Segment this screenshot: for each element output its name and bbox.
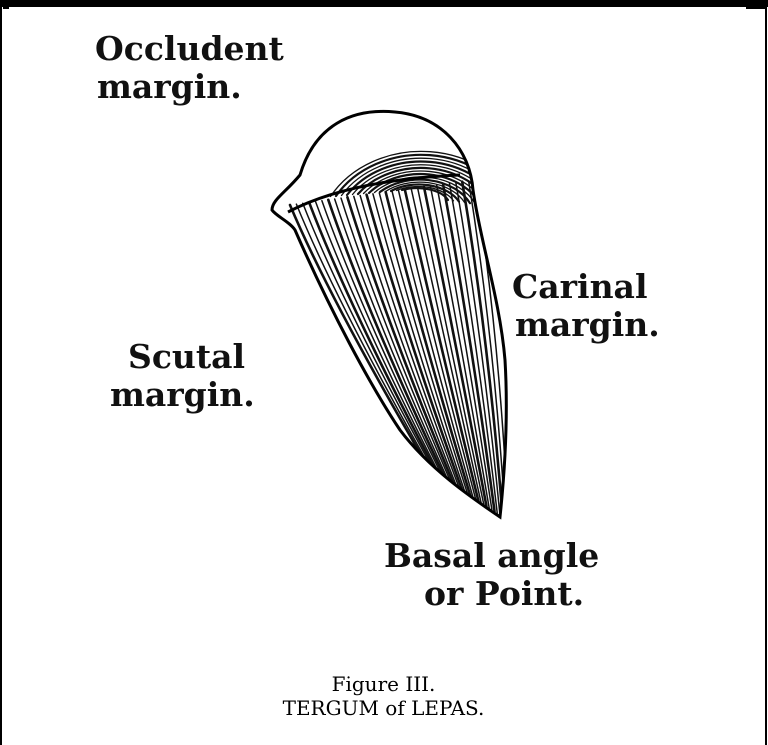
scutal-label-line1: Scutal — [110, 338, 255, 376]
shell-hatching — [260, 100, 520, 530]
basal-angle-label: Basal angle or Point. — [384, 537, 599, 613]
caption-figure-number: Figure III. — [2, 672, 765, 696]
basal-label-line1: Basal angle — [384, 537, 599, 575]
carinal-label-line2: margin. — [512, 306, 660, 344]
occludent-label-line2: margin. — [95, 68, 284, 106]
basal-label-line2: or Point. — [384, 575, 599, 613]
carinal-margin-label: Carinal margin. — [512, 268, 660, 344]
occludent-margin-label: Occludent margin. — [95, 30, 284, 106]
figure-caption: Figure III. TERGUM of LEPAS. — [2, 672, 765, 720]
carinal-label-line1: Carinal — [512, 268, 660, 306]
occludent-label-line1: Occludent — [95, 30, 284, 68]
scutal-margin-label: Scutal margin. — [110, 338, 255, 414]
scutal-label-line2: margin. — [110, 376, 255, 414]
caption-title: TERGUM of LEPAS. — [2, 696, 765, 720]
